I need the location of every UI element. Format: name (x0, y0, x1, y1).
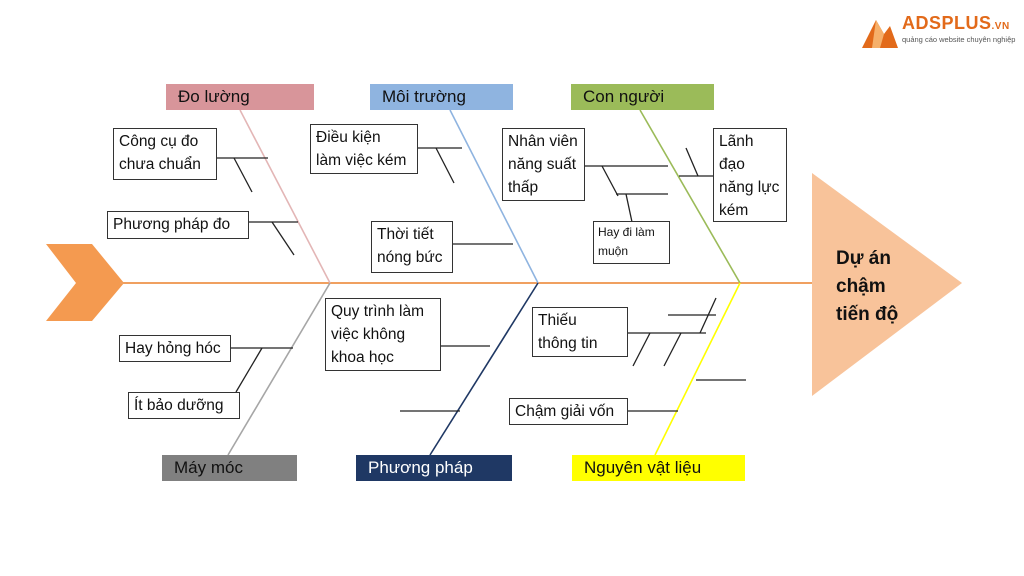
bone-environment (449, 109, 539, 284)
bone-materials (654, 282, 741, 456)
category-methods: Phương pháp (356, 455, 512, 481)
effect-head (812, 173, 962, 396)
cause-box: Thời tiết nóng bức (371, 221, 453, 273)
cause-box: Hay hỏng hóc (119, 335, 231, 362)
effect-label: Dự án chậm tiến độ (836, 248, 899, 325)
cause-box: Ít bảo dưỡng (128, 392, 240, 419)
logo-wordmark: ADSPLUS.VN (902, 13, 1010, 33)
cause-box: Công cụ đo chưa chuẩn (113, 128, 217, 180)
bone-measurement (239, 109, 331, 284)
cause-box: Hay đi làm muộn (593, 221, 670, 264)
cause-box: Điều kiện làm việc kém (310, 124, 418, 174)
cause-box: Chậm giải vốn (509, 398, 628, 425)
cause-box: Quy trình làm việc không khoa học (325, 298, 441, 371)
cause-box: Nhân viên năng suất thấp (502, 128, 585, 201)
bone-methods (429, 282, 539, 456)
bone-people (639, 109, 741, 284)
category-materials: Nguyên vật liệu (572, 455, 745, 481)
bone-machines (227, 282, 331, 456)
logo-mountain-icon (862, 20, 898, 48)
cause-box: Thiếu thông tin (532, 307, 628, 357)
logo-tagline: quảng cáo website chuyên nghiệp (902, 35, 1016, 44)
logo: ADSPLUS.VN quảng cáo website chuyên nghi… (860, 12, 1015, 52)
cause-box: Lãnh đạo năng lực kém (713, 128, 787, 222)
category-environment: Môi trường (370, 84, 513, 110)
category-people: Con người (571, 84, 714, 110)
sub-branches (213, 147, 746, 412)
category-measurement: Đo lường (166, 84, 314, 110)
category-machines: Máy móc (162, 455, 297, 481)
tail-chevron (46, 244, 124, 321)
cause-box: Phương pháp đo (107, 211, 249, 239)
